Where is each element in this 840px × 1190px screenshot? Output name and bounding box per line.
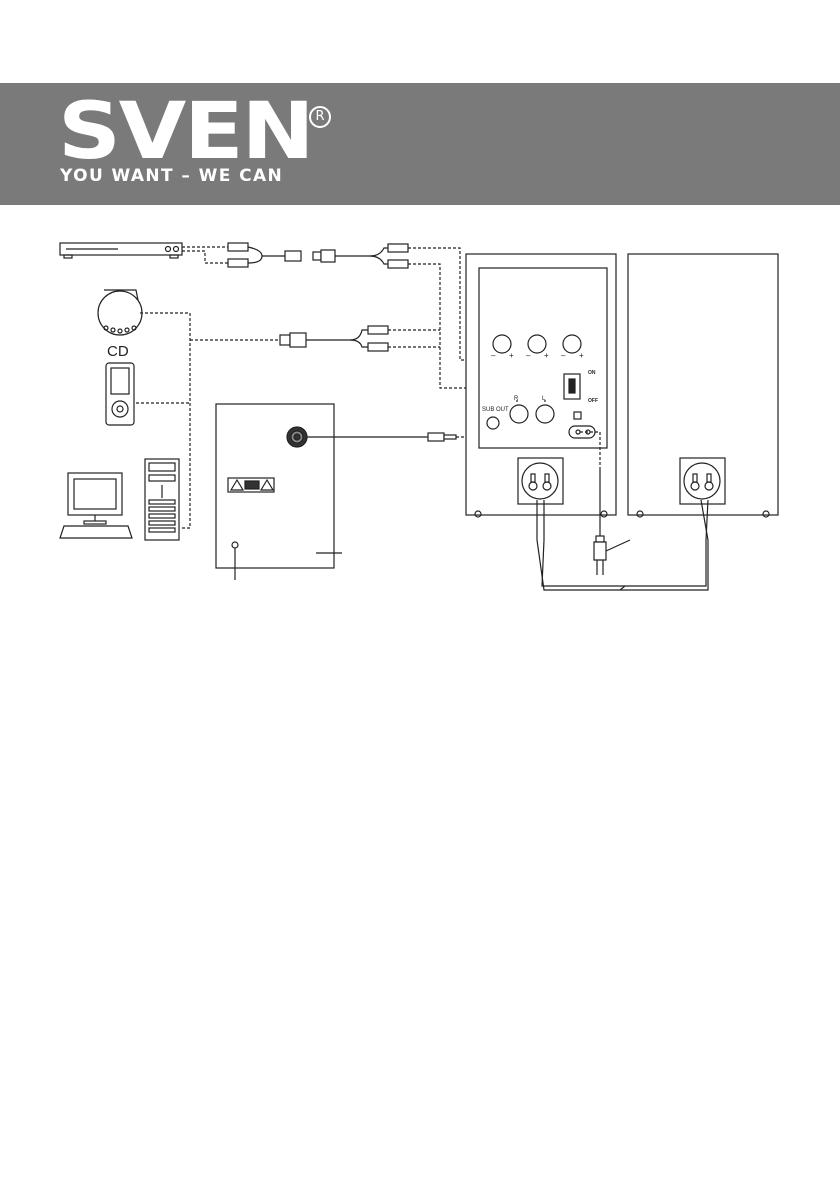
treble-knob-plus: + (544, 351, 549, 360)
input-right-label: R (514, 396, 519, 402)
cd-player-icon (98, 290, 142, 335)
volume-knob-minus: – (561, 351, 566, 360)
treble-knob-minus: – (526, 351, 531, 360)
mp3-player-icon (106, 363, 134, 425)
sub-out-cable (307, 425, 493, 441)
sub-out-label: SUB OUT (482, 407, 509, 413)
dvd-player-icon (60, 243, 182, 258)
power-off-label: OFF (588, 398, 598, 404)
subwoofer-icon (216, 404, 342, 580)
bass-knob-plus: + (509, 351, 514, 360)
bass-knob-minus: – (491, 351, 496, 360)
passive-speaker-icon (628, 254, 778, 517)
source-rca-cable (280, 326, 440, 351)
power-on-label: ON (588, 370, 596, 376)
active-speaker-icon (466, 254, 616, 517)
volume-knob-plus: + (579, 351, 584, 360)
dvd-rca-cable (182, 243, 301, 267)
computer-icon (60, 459, 179, 540)
cd-label: CD (107, 343, 129, 360)
